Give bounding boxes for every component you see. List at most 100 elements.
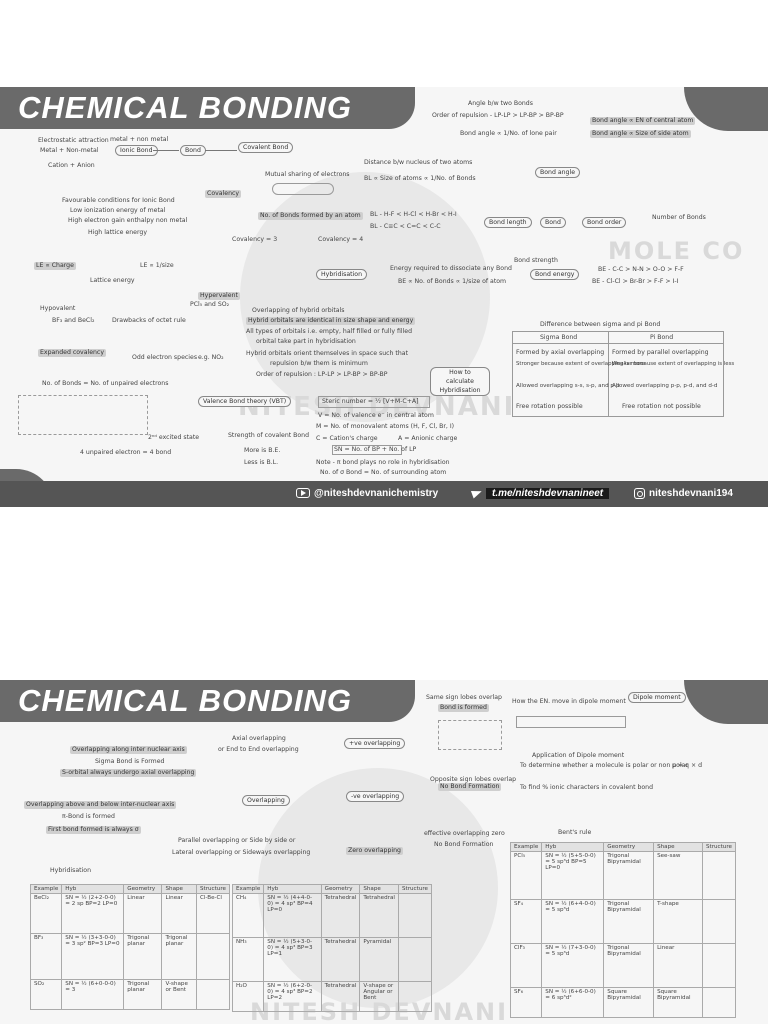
page-1: NITESH DEVNANI MOLE CO CHEMICAL BONDING … (0, 87, 768, 507)
text: Energy required to dissociate any Bond (390, 265, 512, 272)
text: Favourable conditions for Ionic Bond (62, 197, 175, 204)
table-header: Geometry (320, 884, 361, 894)
text: No Bond Formation (438, 783, 502, 791)
table-header: Geometry (123, 884, 163, 894)
sn-box (332, 445, 402, 455)
text: e.g. NO₂ (198, 354, 224, 361)
table-row: SF₆ SN = ½ (6+6-0-0) = 6 sp³d² Square Bi… (509, 987, 737, 1018)
text: A = Anionic charge (398, 435, 458, 442)
text: No. of Bonds formed by an atom (258, 212, 363, 220)
text: Bond angle ∝ EN of central atom (590, 117, 696, 125)
table-header: Example (509, 842, 543, 852)
table-header: Shape (653, 842, 703, 852)
instagram-handle[interactable]: niteshdevnani194 (634, 481, 733, 507)
text: Parallel overlapping or Side by side or (178, 837, 296, 844)
hybridisation-table-right: Example Hyb Geometry Shape Structure PCl… (509, 842, 737, 1018)
text: Hybrid orbitals orient themselves in spa… (246, 350, 408, 357)
dipole-moment-node: Dipole moment (628, 692, 686, 703)
bond-order-node: Bond order (582, 217, 627, 228)
text: BL - H-F < H-Cl < H-Br < H-I (370, 211, 457, 218)
bond-angle-node: Bond angle (535, 167, 581, 178)
bond-energy-node: Bond energy (530, 269, 580, 280)
text: Electrostatic attraction (38, 137, 109, 144)
zero-overlap-node: Zero overlapping (346, 847, 403, 855)
text: LE ∝ 1/size (140, 262, 174, 269)
covalent-bond-node: Covalent Bond (238, 142, 294, 153)
text: Note - π bond plays no role in hybridisa… (316, 459, 450, 466)
instagram-icon (634, 487, 645, 499)
table-cell: Weaker because extent of overlapping is … (612, 361, 735, 367)
table-divider (512, 343, 724, 344)
text: or End to End overlapping (218, 746, 299, 753)
text: S-orbital always undergo axial overlappi… (60, 769, 197, 777)
table-row: ClF₃ SN = ½ (7+3-0-0) = 5 sp³d Trigonal … (509, 943, 737, 988)
table-cell: Free rotation not possible (622, 403, 701, 410)
table-header: Shape (161, 884, 197, 894)
text: Distance b/w nucleus of two atoms (364, 159, 473, 166)
table-cell: Free rotation possible (516, 403, 583, 410)
text: BE - C-C > N-N > O-O > F-F (598, 266, 684, 273)
how-to-calc-node: How to calculate Hybridisation (430, 367, 490, 396)
steric-formula-box (318, 396, 430, 408)
youtube-handle[interactable]: @niteshdevnanichemistry (296, 481, 438, 507)
table-header: Hyb (541, 842, 605, 852)
text: Same sign lobes overlap (426, 694, 502, 701)
text: All types of orbitals i.e. empty, half f… (246, 328, 413, 335)
text: First bond formed is always σ (46, 826, 141, 834)
telegram-icon (470, 487, 484, 499)
ionic-bond-node: Ionic Bond (115, 145, 158, 156)
youtube-icon (296, 488, 310, 499)
text: No Bond Formation (434, 841, 494, 848)
text: Axial overlapping (232, 735, 286, 742)
text: Opposite sign lobes overlap (430, 776, 517, 783)
vbt-node: Valence Bond theory (VBT) (198, 396, 292, 407)
bond-length-node: Bond length (484, 217, 532, 228)
social-footer: @niteshdevnanichemistry t.me/niteshdevna… (0, 481, 768, 507)
text: Order of repulsion : LP-LP > LP-BP > BP-… (256, 371, 388, 378)
table-header: Structure (195, 884, 231, 894)
table-divider (608, 331, 609, 417)
text: No. of Bonds = No. of unpaired electrons (42, 380, 169, 387)
text: BL ∝ Size of atoms ∝ 1/No. of Bonds (364, 175, 476, 182)
text: Covalency = 3 (232, 236, 278, 243)
text: metal + non metal (110, 136, 169, 143)
text: Bond strength (514, 257, 558, 264)
sharing-diagram (272, 183, 334, 195)
table-header: Hyb (61, 884, 125, 894)
bond-node: Bond (180, 145, 206, 156)
text: High lattice energy (88, 229, 148, 236)
text: Hybrid orbitals are identical in size sh… (246, 317, 416, 325)
text: Expanded covalency (38, 349, 106, 357)
text: PCl₅ and SO₂ (190, 301, 230, 308)
table-row: BF₃ SN = ½ (3+3-0-0) = 3 sp² BP=3 LP=0 T… (29, 933, 231, 980)
text: Sigma Bond is Formed (95, 758, 165, 765)
text: How the EN. move in dipole moment (512, 698, 626, 705)
text: To determine whether a molecule is polar… (520, 762, 688, 769)
text: orbital take part in hybridisation (256, 338, 356, 345)
text: Steric number = ½ [V+M-C+A] (322, 398, 419, 405)
text: Mutual sharing of electrons (265, 171, 350, 178)
positive-overlap-node: +ve overlapping (344, 738, 406, 749)
text: Application of Dipole moment (532, 752, 625, 759)
text: Overlapping above and below inter-nuclea… (24, 801, 177, 809)
overlapping-node: Overlapping (242, 795, 290, 806)
table-row: SF₄ SN = ½ (6+4-0-0) = 5 sp³d Trigonal B… (509, 899, 737, 944)
text: High electron gain enthalpy non metal (68, 217, 188, 224)
text: Cation + Anion (48, 162, 95, 169)
text: repulsion b/w them is minimum (270, 360, 368, 367)
text: Order of repulsion - LP-LP > LP-BP > BP-… (432, 112, 564, 119)
text: π-Bond is formed (62, 813, 115, 820)
text: BF₃ and BeCl₂ (52, 317, 95, 324)
telegram-link[interactable]: t.me/niteshdevnanineet (470, 481, 610, 507)
text: BL - C≡C < C=C < C-C (370, 223, 441, 230)
watermark-side: MOLE CO (608, 237, 745, 265)
table-cell: Allowed overlapping p-p, p-d, and d-d (612, 383, 718, 389)
table-row: NH₃ SN = ½ (5+3-0-0) = 4 sp³ BP=3 LP=1 T… (231, 937, 433, 982)
text: V = No. of valence e⁻ in central atom (318, 412, 434, 419)
table-header: Hyb (263, 884, 322, 894)
comparison-title: Difference between sigma and pi Bond (540, 321, 661, 328)
covalency-node: Covalency (205, 190, 242, 198)
text: Odd electron species (132, 354, 198, 361)
table-header: Example (231, 884, 265, 894)
connector (153, 150, 179, 151)
